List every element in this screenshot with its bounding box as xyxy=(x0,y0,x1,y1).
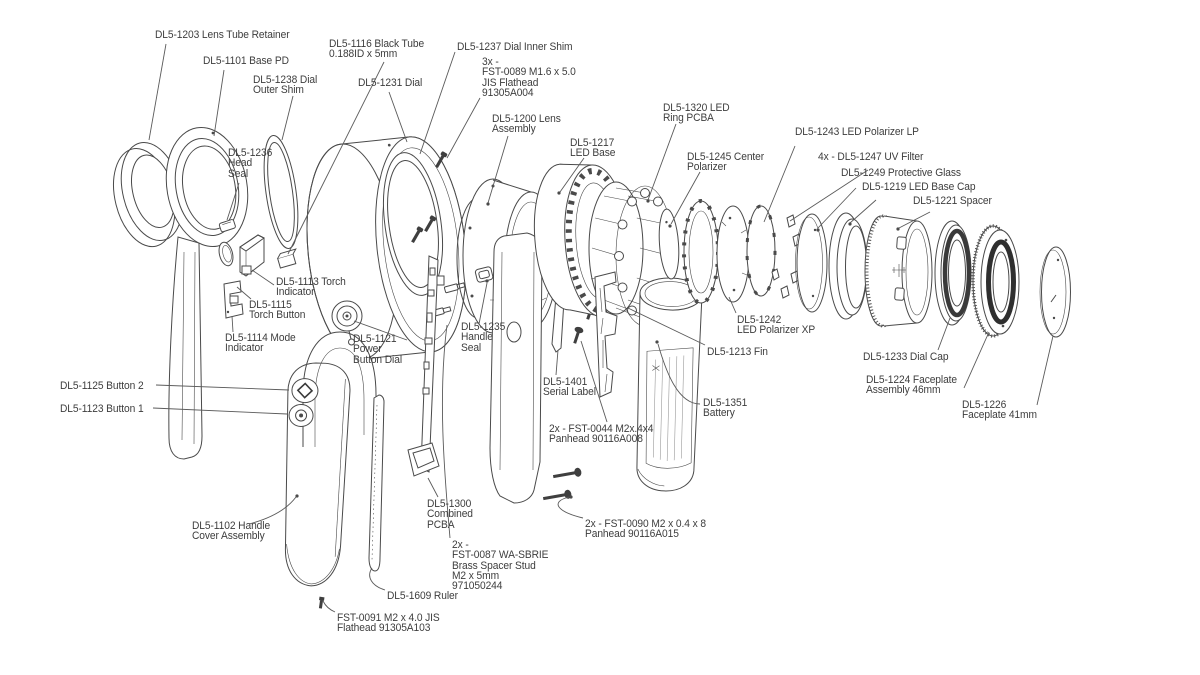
part-power-button-dial xyxy=(331,300,363,346)
part-black-tube xyxy=(277,248,297,269)
part-handle-cover xyxy=(284,362,351,587)
label-lens-tube-retainer: DL5-1203 Lens Tube Retainer xyxy=(155,29,290,41)
label-uv-filter: 4x - DL5-1247 UV Filter xyxy=(818,151,924,163)
label-button-1: DL5-1123 Button 1 xyxy=(60,403,144,415)
part-led-base-cap xyxy=(828,212,868,320)
label-button-2: DL5-1125 Button 2 xyxy=(60,380,144,392)
label-base-pd: DL5-1101 Base PD xyxy=(203,55,289,67)
part-faceplate-46 xyxy=(971,224,1020,338)
label-ruler: DL5-1609 Ruler xyxy=(387,590,458,602)
part-head-seal xyxy=(218,219,236,233)
part-ruler xyxy=(368,394,385,572)
part-faceplate-41 xyxy=(1039,246,1071,338)
part-screw-fst0091 xyxy=(318,596,325,609)
part-center-polarizer xyxy=(658,208,680,280)
part-screws-fst0090 xyxy=(542,467,582,501)
part-dial-outer-shim xyxy=(263,135,299,249)
label-spacer: DL5-1221 Spacer xyxy=(913,195,992,207)
part-combined-pcba xyxy=(407,255,445,477)
part-led-polarizer-xp xyxy=(716,205,750,303)
part-handle-hood xyxy=(302,331,377,447)
label-dial-cap: DL5-1233 Dial Cap xyxy=(863,351,949,363)
label-dial-inner-shim: DL5-1237 Dial Inner Shim xyxy=(457,41,573,53)
part-screws-fst0089 xyxy=(411,151,448,244)
part-battery xyxy=(636,277,703,492)
part-dial xyxy=(306,136,467,360)
part-dial-cap xyxy=(934,220,972,326)
part-tabbed-ring xyxy=(682,199,720,305)
leader-lines xyxy=(148,43,1054,613)
label-protective-glass: DL5-1249 Protective Glass xyxy=(841,167,961,179)
part-led-polarizer-lp xyxy=(745,204,777,298)
part-mode-indicator-lens xyxy=(218,241,234,267)
label-dial: DL5-1231 Dial xyxy=(358,77,423,89)
part-protective-glass xyxy=(795,213,828,313)
part-spacer xyxy=(864,214,933,328)
part-torch-indicator xyxy=(239,234,265,277)
part-fin xyxy=(590,271,618,398)
part-central-housing xyxy=(489,232,547,504)
label-fin: DL5-1213 Fin xyxy=(707,346,768,358)
label-led-base-cap: DL5-1219 LED Base Cap xyxy=(862,181,976,193)
part-lens-tube-retainer xyxy=(113,141,184,248)
part-torch-button xyxy=(223,280,244,319)
label-led-polarizer-lp: DL5-1243 LED Polarizer LP xyxy=(795,126,919,138)
part-dial-inner-shim xyxy=(383,152,443,296)
part-base-pd xyxy=(165,127,249,460)
